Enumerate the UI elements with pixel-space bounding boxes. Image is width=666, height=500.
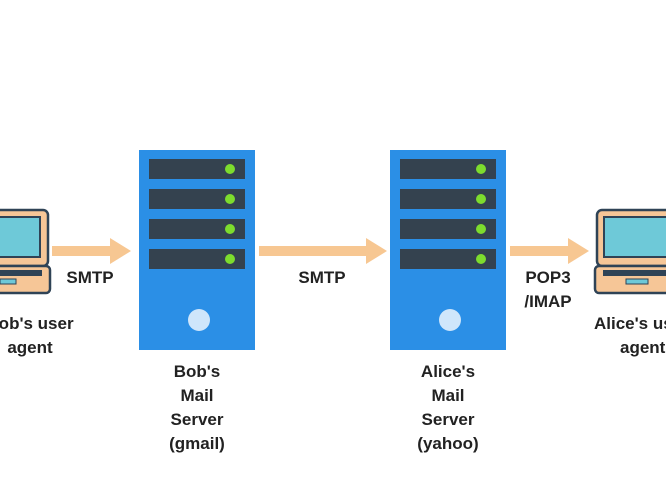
bob-user-agent-label: Bob's user agent	[0, 314, 74, 357]
server-icon	[139, 150, 255, 350]
bob-mail-server-label: Bob's Mail Server (gmail)	[169, 362, 225, 453]
arrow-right-icon	[52, 238, 131, 264]
arrow-right-icon	[259, 238, 387, 264]
laptop-icon	[0, 208, 52, 295]
smtp-label-1: SMTP	[66, 268, 114, 287]
alice-mail-server-label: Alice's Mail Server (yahoo)	[417, 362, 479, 453]
arrow-right-icon	[510, 238, 589, 264]
smtp-label-2: SMTP	[298, 268, 346, 287]
alice-user-agent-label: Alice's user agent	[594, 314, 666, 357]
pop3-imap-label: POP3 /IMAP	[524, 268, 572, 311]
laptop-icon	[593, 208, 666, 295]
server-icon	[390, 150, 506, 350]
